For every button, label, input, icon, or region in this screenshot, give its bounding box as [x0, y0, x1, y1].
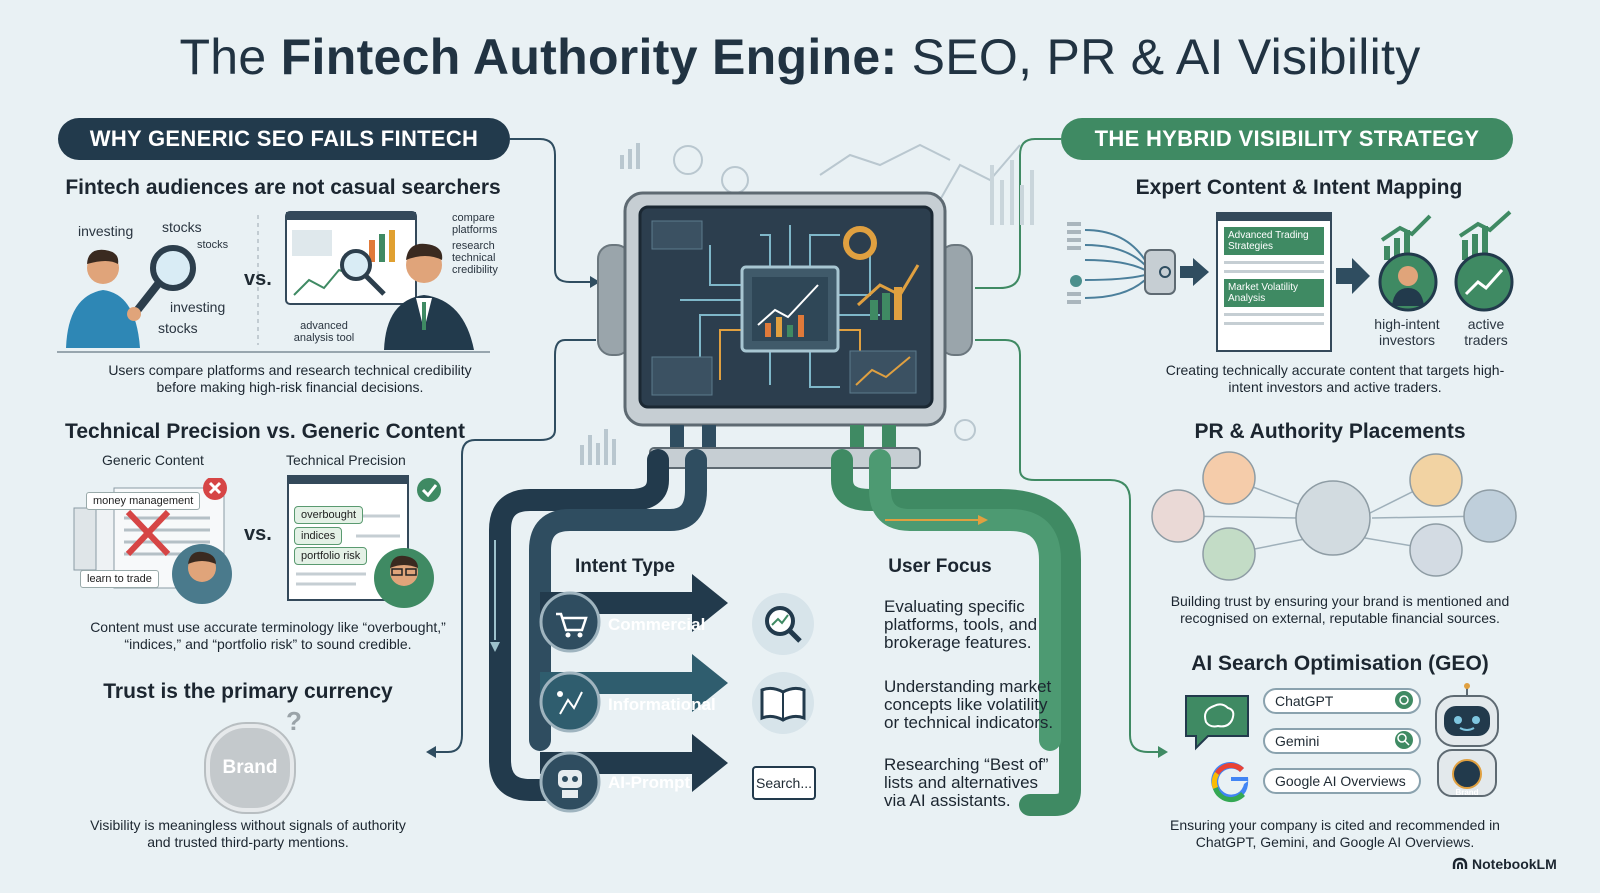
search-box-icon: Search...	[752, 766, 816, 800]
doc-item-advanced-trading: Advanced Trading Strategies	[1224, 227, 1324, 255]
expert-content-document: Advanced Trading Strategies Market Volat…	[1216, 212, 1332, 352]
generic-content-label: Generic Content	[102, 452, 204, 468]
book-circle	[752, 672, 814, 734]
note-compare-platforms: compare platforms	[452, 212, 498, 236]
focus-informational: Understanding market concepts like volat…	[884, 677, 1054, 732]
word-investing-1: investing	[78, 223, 134, 239]
flow-pipes	[489, 449, 1081, 816]
advanced-analysis-tool-label: advanced analysis tool	[293, 320, 355, 344]
precision-caption: Content must use accurate terminology li…	[90, 619, 446, 652]
intent-commercial: Commercial	[608, 615, 706, 634]
expert-content-heading: Expert Content & Intent Mapping	[1135, 176, 1463, 199]
notebooklm-icon	[1452, 857, 1468, 869]
target-active-traders: active traders	[1464, 316, 1508, 348]
engine-icons	[1395, 691, 1413, 749]
engine-google-ai-overviews: Google AI Overviews	[1263, 768, 1421, 794]
pr-network-diagram	[1151, 451, 1517, 581]
technical-precision-label: Technical Precision	[286, 452, 406, 468]
intent-icons	[539, 591, 601, 813]
ai-robot-icon	[1435, 683, 1499, 797]
tag-learn-to-trade: learn to trade	[80, 570, 159, 588]
fintech-audiences-heading: Fintech audiences are not casual searche…	[65, 176, 501, 199]
right-section-pill: THE HYBRID VISIBILITY STRATEGY	[1061, 118, 1513, 160]
note-research-credibility: research technical credibility	[452, 240, 498, 276]
vs-label-2: vs.	[244, 523, 272, 545]
analyst-illustration	[285, 211, 474, 350]
google-g-icon	[1211, 762, 1249, 803]
intent-ai-prompt: AI-Prompt	[608, 773, 691, 792]
focus-ai-prompt: Researching “Best of” lists and alternat…	[884, 755, 1049, 810]
word-stocks-1: stocks	[162, 219, 202, 235]
user-focus-heading: User Focus	[888, 556, 992, 577]
target-investors-illustration	[1336, 210, 1514, 312]
intent-funnel-illustration	[1067, 222, 1209, 304]
word-stocks-2: stocks	[197, 239, 229, 251]
question-mark: ?	[286, 706, 302, 736]
expert-content-caption: Creating technically accurate content th…	[1165, 362, 1505, 395]
left-section-pill: WHY GENERIC SEO FAILS FINTECH	[58, 118, 510, 160]
magnifier-circle	[752, 593, 814, 655]
brand-badge: Brand	[206, 724, 294, 812]
fintech-audiences-caption: Users compare platforms and research tec…	[108, 362, 472, 395]
brain-chat-icon	[1185, 695, 1249, 751]
target-high-intent-investors: high-intent investors	[1374, 316, 1440, 348]
engine-gemini: Gemini	[1263, 728, 1421, 754]
engine-chatgpt: ChatGPT	[1263, 688, 1421, 714]
word-investing-2: investing	[170, 299, 226, 315]
magnifier-icon	[765, 606, 802, 643]
robot-brand-badge: Brand	[1455, 788, 1479, 797]
doc-item-market-volatility: Market Volatility Analysis	[1224, 279, 1324, 307]
intent-type-heading: Intent Type	[575, 556, 675, 577]
tag-indices: indices	[294, 527, 343, 545]
geo-caption: Ensuring your company is cited and recom…	[1170, 817, 1500, 850]
tag-portfolio-risk: portfolio risk	[294, 547, 368, 565]
page-title: The Fintech Authority Engine: SEO, PR & …	[179, 29, 1421, 85]
word-stocks-3: stocks	[158, 320, 198, 336]
book-icon	[760, 686, 806, 722]
trust-caption: Visibility is meaningless without signal…	[90, 817, 406, 850]
vs-label-1: vs.	[244, 268, 272, 290]
precision-heading: Technical Precision vs. Generic Content	[65, 420, 465, 443]
trust-heading: Trust is the primary currency	[103, 680, 393, 703]
pr-placements-caption: Building trust by ensuring your brand is…	[1170, 593, 1510, 626]
notebooklm-logo: NotebookLM	[1452, 856, 1557, 872]
geo-heading: AI Search Optimisation (GEO)	[1191, 652, 1489, 675]
authority-engine-machine	[580, 143, 1034, 469]
pr-placements-heading: PR & Authority Placements	[1194, 420, 1466, 443]
focus-commercial: Evaluating specific platforms, tools, an…	[884, 597, 1038, 652]
notebooklm-label: NotebookLM	[1472, 856, 1557, 872]
tag-overbought: overbought	[294, 506, 364, 524]
intent-informational: Informational	[608, 695, 716, 714]
casual-searcher-illustration	[66, 245, 196, 348]
tag-money-management: money management	[86, 492, 201, 510]
